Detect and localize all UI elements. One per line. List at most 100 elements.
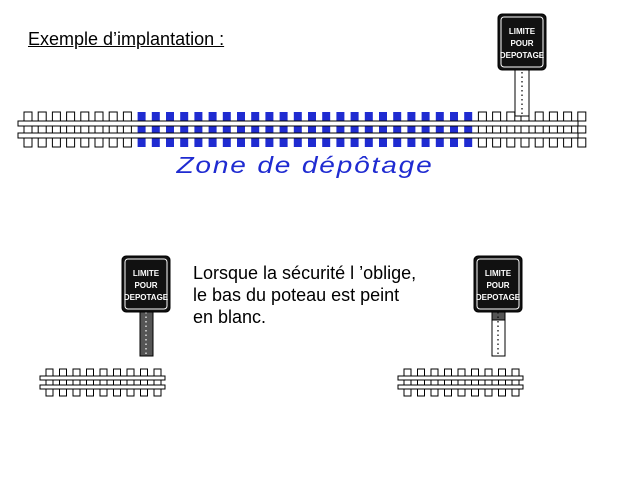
zone-tie [450,112,458,121]
track-tie [520,137,530,148]
zone-tie [180,126,189,133]
track-tie [80,111,90,122]
track-tie [72,379,81,386]
track-tie [126,368,135,377]
zone-tie [251,112,260,121]
zone-tie [407,126,416,133]
track-tie [563,125,573,134]
track-tie [51,111,61,122]
track-tie [86,379,94,386]
zone-tie [336,126,345,133]
track-tie [37,125,47,134]
track-tie [511,368,520,377]
track-tie [492,111,502,122]
zone-tie [464,138,473,147]
track-tie [126,388,135,397]
zone-tie [379,112,387,121]
track-tie [108,137,118,148]
small-track-left [39,368,166,397]
zone-tie [208,138,217,147]
zone-tie [464,126,473,133]
zone-tie [194,138,203,147]
sign-plate: LIMITE POUR DEPOTAGE [497,13,547,71]
track-tie [457,388,466,397]
track-tie [86,388,94,397]
zone-label: Zone de dépôtage [176,152,434,178]
zone-tie [364,138,373,147]
track-tie [506,111,516,122]
rail-top [17,120,579,127]
zone-tie [350,138,359,147]
track-tie [498,368,506,377]
zone-tie [265,126,274,133]
track-tie [444,368,452,377]
track-tie [66,125,76,134]
track-tie [417,388,425,397]
track-tie [45,379,54,386]
track-tie [72,368,81,377]
zone-tie [222,138,231,147]
zone-tie [322,138,331,147]
track-tie [23,125,33,134]
sign-post-top-right: LIMITE POUR DEPOTAGE [497,13,547,117]
zone-tie [464,112,473,121]
page-title: Exemple d’implantation : [28,29,225,49]
sign-post-left-dark: LIMITE POUR DEPOTAGE [121,255,171,357]
sign-plate: LIMITE POUR DEPOTAGE [473,255,523,313]
zone-tie [450,138,458,147]
track-tie [430,379,439,386]
zone-tie [421,112,430,121]
zone-tie [151,138,160,147]
zone-tie [151,126,160,133]
track-tie [80,137,90,148]
track-tie [506,137,516,148]
track-tie [153,388,162,397]
track-tie [113,379,121,386]
track-tie [66,137,76,148]
sign-line-3: DEPOTAGE [124,293,169,302]
zone-tie [237,138,245,147]
zone-tie [393,112,402,121]
zone-tie [435,112,444,121]
main-track [17,111,587,148]
zone-tie [350,112,359,121]
track-tie [140,368,148,377]
track-tie [457,368,466,377]
track-tie [72,388,81,397]
track-tie [444,388,452,397]
track-tie [534,137,544,148]
zone-tie [166,112,174,121]
sign-plate: LIMITE POUR DEPOTAGE [121,255,171,313]
zone-tie [265,138,274,147]
zone-tie [137,126,146,133]
track-tie [51,137,61,148]
zone-tie [350,126,359,133]
zone-tie [237,112,245,121]
track-tie [140,379,148,386]
track-tie [577,111,587,122]
track-tie [534,125,544,134]
track-tie [430,368,439,377]
track-tie [153,379,162,386]
track-tie [99,368,108,377]
track-tie [37,111,47,122]
sign-post-right-white: LIMITE POUR DEPOTAGE [473,255,523,357]
track-tie [477,137,487,148]
track-tie [471,388,479,397]
track-tie [492,125,502,134]
track-tie [94,111,104,122]
track-tie [108,125,118,134]
zone-tie [322,112,331,121]
track-tie [45,368,54,377]
track-tie [403,368,412,377]
note-line-3: en blanc. [193,307,267,327]
zone-tie [308,112,316,121]
track-tie [563,137,573,148]
zone-tie [251,126,260,133]
track-tie [506,125,516,134]
zone-tie [450,126,458,133]
note-line-2: le bas du poteau est peint [193,285,400,305]
zone-tie [293,126,302,133]
track-tie [59,368,67,377]
